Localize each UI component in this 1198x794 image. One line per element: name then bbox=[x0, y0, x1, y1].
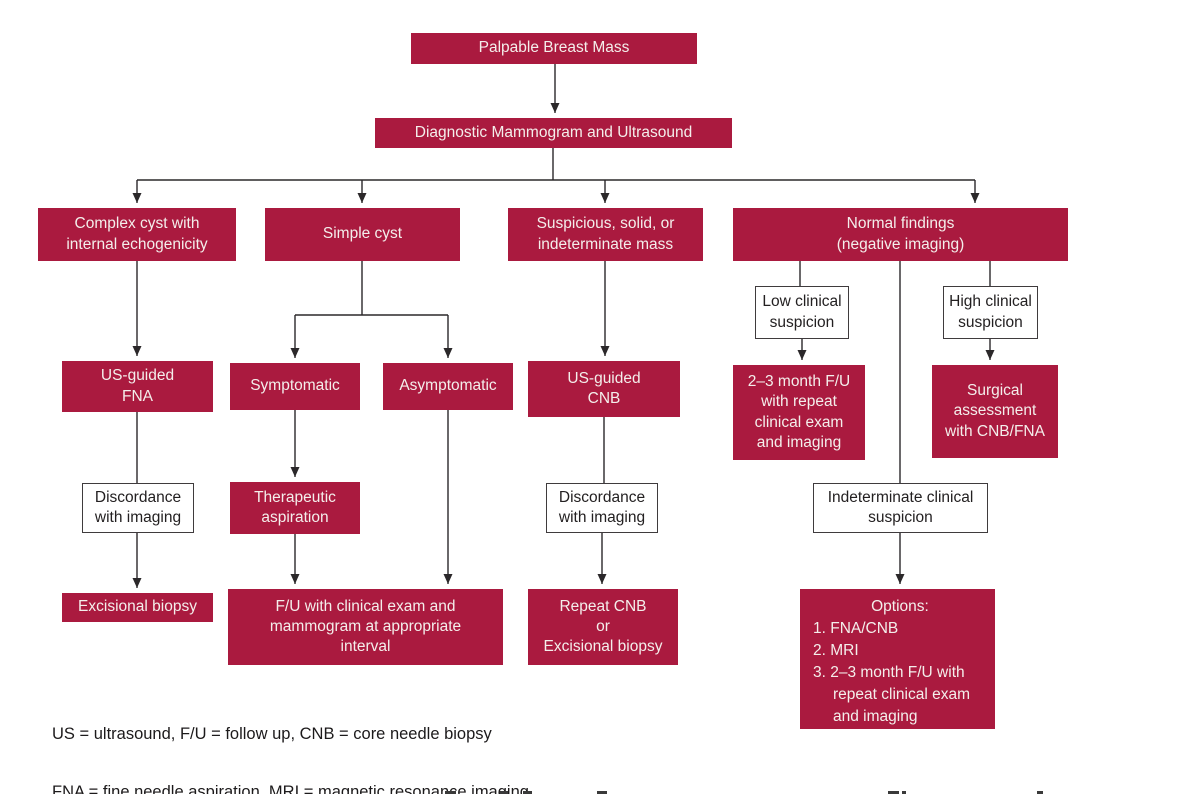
node-surgical-assessment: Surgical assessment with CNB/FNA bbox=[932, 365, 1058, 458]
node-options: Options: 1. FNA/CNB 2. MRI 3. 2–3 month … bbox=[800, 589, 995, 729]
cropped-text-fragment bbox=[902, 790, 906, 794]
legend-line-1: US = ultrasound, F/U = follow up, CNB = … bbox=[52, 724, 492, 743]
node-normal-findings: Normal findings (negative imaging) bbox=[733, 208, 1068, 261]
cropped-text-fragment bbox=[523, 790, 532, 794]
node-discordance-with-imaging-mid: Discordance with imaging bbox=[546, 483, 658, 533]
cropped-text-fragment bbox=[500, 790, 508, 794]
node-low-clinical-suspicion: Low clinical suspicion bbox=[755, 286, 849, 339]
node-indeterminate-clinical-suspicion: Indeterminate clinical suspicion bbox=[813, 483, 988, 533]
node-palpable-breast-mass: Palpable Breast Mass bbox=[411, 33, 697, 64]
cropped-text-fragment bbox=[597, 790, 607, 794]
legend-line-2: FNA = fine needle aspiration, MRI = magn… bbox=[52, 782, 529, 794]
node-discordance-with-imaging-left: Discordance with imaging bbox=[82, 483, 194, 533]
options-item-1: 1. FNA/CNB bbox=[813, 620, 899, 637]
node-symptomatic: Symptomatic bbox=[230, 363, 360, 410]
node-us-guided-cnb: US-guided CNB bbox=[528, 361, 680, 417]
options-item-2: 2. MRI bbox=[813, 642, 859, 659]
node-diagnostic-mammogram-ultrasound: Diagnostic Mammogram and Ultrasound bbox=[375, 118, 732, 148]
node-asymptomatic: Asymptomatic bbox=[383, 363, 513, 410]
node-high-clinical-suspicion: High clinical suspicion bbox=[943, 286, 1038, 339]
options-item-3: 3. 2–3 month F/U with repeat clinical ex… bbox=[813, 664, 970, 725]
abbreviation-legend: US = ultrasound, F/U = follow up, CNB = … bbox=[52, 691, 529, 794]
node-fu-clinical-exam: F/U with clinical exam and mammogram at … bbox=[228, 589, 503, 665]
options-title: Options: bbox=[871, 598, 929, 615]
node-complex-cyst: Complex cyst with internal echogenicity bbox=[38, 208, 236, 261]
node-simple-cyst: Simple cyst bbox=[265, 208, 460, 261]
cropped-text-fragment bbox=[1037, 790, 1043, 794]
cropped-text-fragment bbox=[445, 790, 456, 794]
node-therapeutic-aspiration: Therapeutic aspiration bbox=[230, 482, 360, 534]
node-suspicious-mass: Suspicious, solid, or indeterminate mass bbox=[508, 208, 703, 261]
node-us-guided-fna: US-guided FNA bbox=[62, 361, 213, 412]
cropped-text-fragment bbox=[888, 790, 899, 794]
node-repeat-cnb-or-excisional: Repeat CNB or Excisional biopsy bbox=[528, 589, 678, 665]
node-excisional-biopsy: Excisional biopsy bbox=[62, 593, 213, 622]
node-2-3-month-fu: 2–3 month F/U with repeat clinical exam … bbox=[733, 365, 865, 460]
